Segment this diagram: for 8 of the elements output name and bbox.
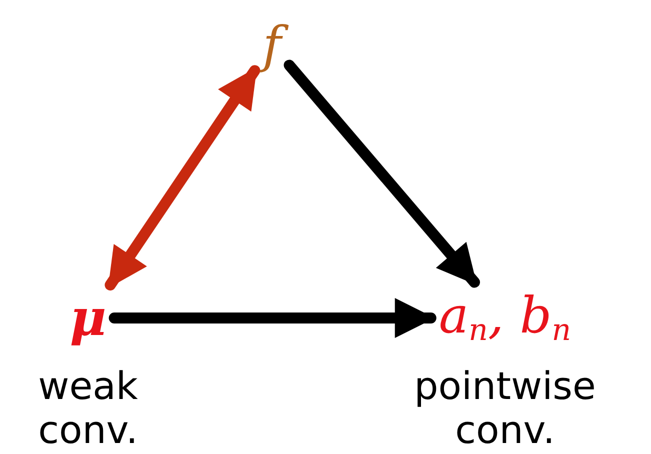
arrow [104, 65, 260, 290]
arrow [284, 60, 480, 288]
math-symbol: f [254, 12, 290, 78]
math-symbol: μ [62, 285, 114, 351]
math-symbol: a$_{n}$, b$_{n}$ [430, 282, 580, 354]
arrow [108, 298, 436, 338]
node-caption: pointwise conv. [413, 365, 597, 452]
node-caption: weak conv. [37, 365, 139, 452]
